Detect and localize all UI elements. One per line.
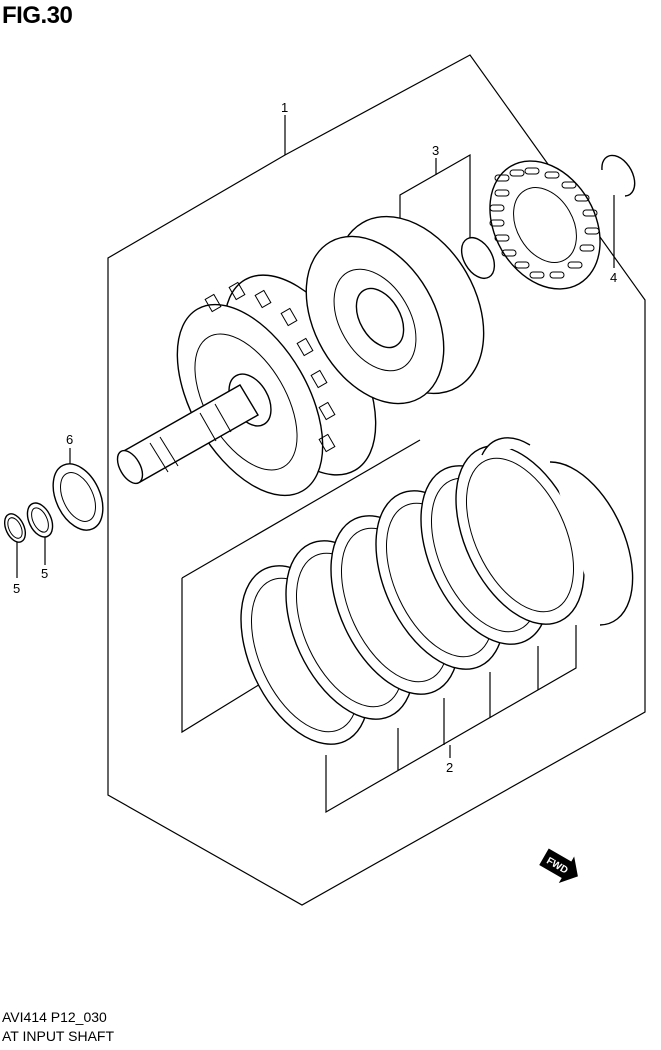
o-ring-b — [26, 502, 54, 538]
callout-5b: 5 — [41, 566, 48, 581]
figure-code: AVI414 P12_030 — [2, 1009, 107, 1025]
assembly-outline — [107, 54, 646, 906]
callout-2: 2 — [446, 760, 453, 775]
callout-4: 4 — [610, 270, 617, 285]
return-spring-assembly — [489, 154, 636, 290]
leader-bracket-2 — [325, 625, 577, 814]
clutch-plate-stack — [240, 437, 634, 745]
clutch-pack-outline — [181, 578, 271, 734]
callout-6: 6 — [66, 432, 73, 447]
input-shaft-drum — [116, 274, 377, 497]
figure-caption: AT INPUT SHAFT — [2, 1028, 115, 1044]
leader-line-3 — [399, 153, 471, 248]
snap-ring — [601, 154, 636, 197]
callout-3: 3 — [432, 143, 439, 158]
figure-title: FIG.30 — [2, 2, 73, 29]
thrust-washer — [52, 463, 104, 531]
clutch-piston — [305, 215, 496, 405]
clutch-pack-outline-top — [181, 439, 421, 579]
callout-5a: 5 — [13, 581, 20, 596]
callout-1: 1 — [281, 100, 288, 115]
o-ring-a — [3, 513, 27, 543]
fwd-arrow-icon: FWD — [539, 848, 578, 884]
